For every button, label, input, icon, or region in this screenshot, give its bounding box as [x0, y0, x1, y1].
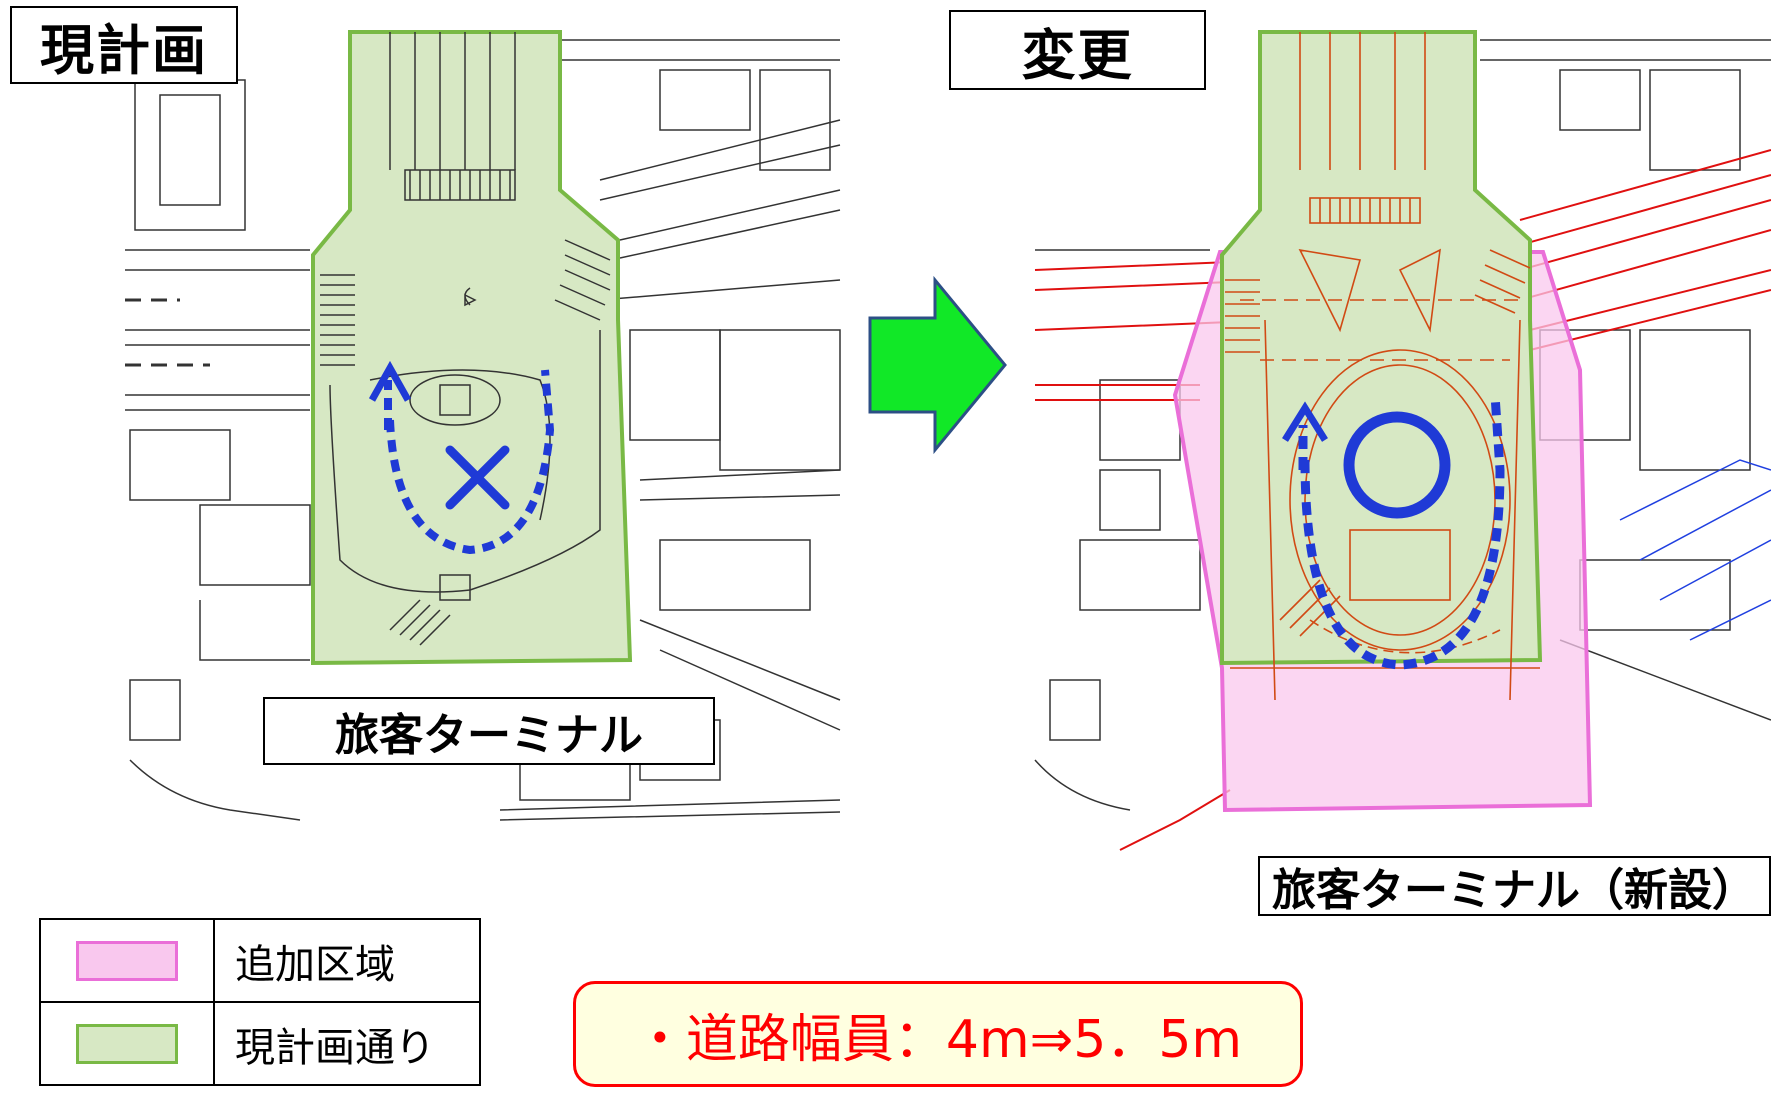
pink-swatch-icon — [76, 940, 178, 981]
legend-row: 現計画通り — [39, 1001, 481, 1086]
legend-label-additional-area: 追加区域 — [213, 918, 481, 1003]
changed-plan-map — [1034, 30, 1771, 851]
new-terminal-label: 旅客ターミナル（新設） — [1258, 856, 1771, 916]
current-terminal-label: 旅客ターミナル — [263, 697, 715, 765]
legend: 追加区域 現計画通り — [39, 918, 481, 1086]
changed-plan-title: 変更 — [949, 10, 1206, 90]
right-arrow-icon — [868, 275, 1007, 455]
cross-icon — [445, 445, 510, 510]
legend-label-as-planned: 現計画通り — [213, 1001, 481, 1086]
road-width-note: ・道路幅員：4m⇒5．5m — [573, 981, 1303, 1087]
legend-row: 追加区域 — [39, 918, 481, 1003]
current-plan-title: 現計画 — [10, 6, 238, 84]
circle-icon — [1343, 411, 1451, 519]
green-swatch-icon — [76, 1023, 178, 1064]
current-plan-map — [125, 30, 841, 821]
